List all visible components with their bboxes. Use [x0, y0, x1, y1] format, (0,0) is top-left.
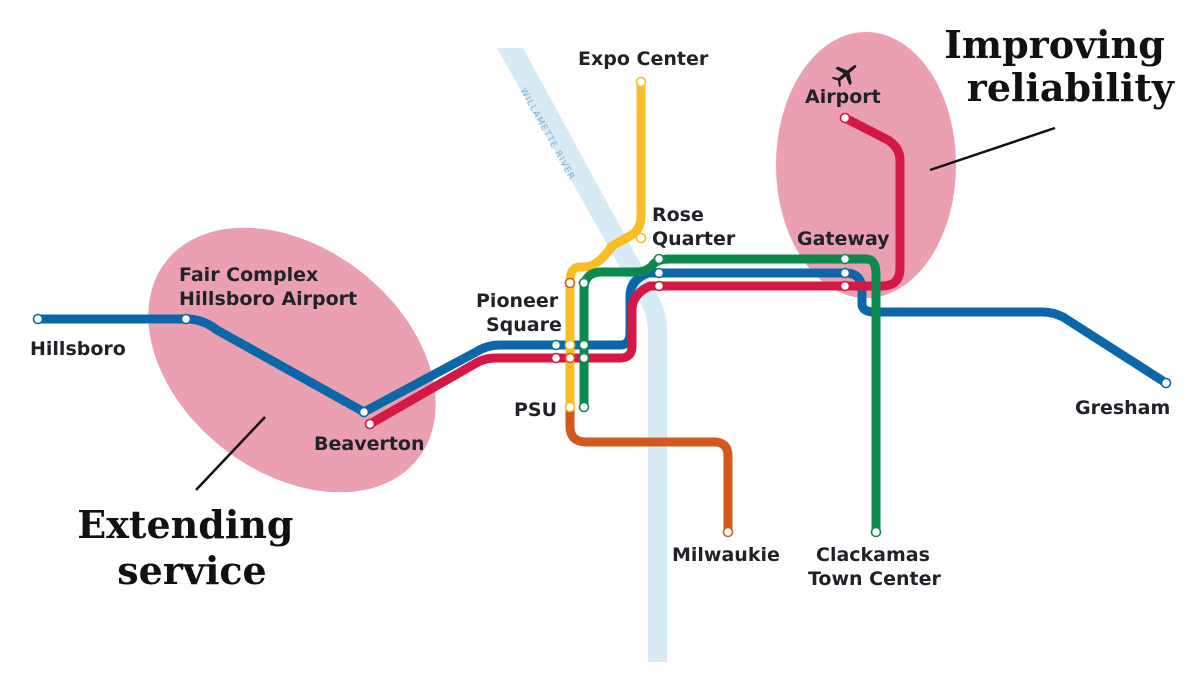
stop-rose-quarter-green[interactable] — [653, 253, 665, 265]
extending-callout-line-1: Extending — [77, 502, 293, 547]
label-airport: Airport — [805, 86, 881, 108]
label-clackamas-line-1: Clackamas — [816, 544, 930, 566]
label-pioneer-square-line-1: Pioneer — [476, 290, 559, 312]
extending-callout-line — [195, 416, 266, 491]
label-expo-center: Expo Center — [578, 48, 709, 70]
label-gateway: Gateway — [797, 228, 890, 250]
label-clackamas-line-2: Town Center — [808, 568, 942, 590]
extending-callout: Extending service — [77, 502, 306, 593]
stop-beaverton-red[interactable] — [364, 418, 376, 430]
label-pioneer-square-line-2: Square — [486, 314, 562, 336]
yellow-line — [565, 77, 646, 412]
stop-rose-quarter[interactable] — [635, 232, 647, 244]
label-milwaukie: Milwaukie — [672, 544, 780, 566]
stop-union-station-green[interactable] — [578, 277, 590, 289]
label-rose-quarter-line-2: Quarter — [652, 228, 736, 250]
stop-pioneer-square-green-1[interactable] — [578, 339, 590, 351]
stop-pioneer-square-green-2[interactable] — [578, 352, 590, 364]
stop-fair-complex[interactable] — [180, 313, 192, 325]
stop-gateway-green[interactable] — [839, 253, 851, 265]
stop-milwaukie[interactable] — [722, 526, 734, 538]
label-hillsboro: Hillsboro — [30, 338, 126, 360]
stop-airport[interactable] — [839, 112, 851, 124]
label-clackamas: Clackamas Town Center — [808, 544, 942, 590]
improving-reliability-zone — [776, 32, 956, 298]
label-fair-complex: Fair Complex Hillsboro Airport — [179, 264, 357, 310]
stop-gateway-blue[interactable] — [839, 267, 851, 279]
label-rose-quarter-line-1: Rose — [652, 204, 704, 226]
improving-callout-line-1: Improving — [944, 22, 1165, 67]
label-fair-complex-line-2: Hillsboro Airport — [179, 288, 357, 310]
stop-hillsboro[interactable] — [32, 313, 44, 325]
stop-rose-quarter-blue[interactable] — [653, 267, 665, 279]
airplane-icon — [831, 64, 857, 88]
label-fair-complex-line-1: Fair Complex — [179, 264, 318, 286]
stop-beaverton-blue[interactable] — [358, 406, 370, 418]
orange-line — [565, 278, 733, 537]
improving-callout: Improving reliability — [944, 22, 1178, 110]
stop-gateway-red[interactable] — [839, 280, 851, 292]
stop-expo-center[interactable] — [635, 76, 647, 88]
label-pioneer-square: Pioneer Square — [476, 290, 565, 336]
stop-rose-quarter-red[interactable] — [653, 280, 665, 292]
improving-callout-line-2: reliability — [967, 65, 1175, 110]
extending-service-zone — [148, 227, 436, 493]
stop-psu-green[interactable] — [578, 401, 590, 413]
stop-pioneer-square-yellow[interactable] — [564, 339, 576, 351]
willamette-river — [497, 48, 667, 662]
stop-union-station-orange[interactable] — [564, 277, 576, 289]
extending-callout-line-2: service — [117, 548, 266, 593]
label-rose-quarter: Rose Quarter — [652, 204, 736, 250]
improving-callout-line — [929, 126, 1056, 172]
green-line — [579, 254, 881, 537]
stop-psu-yellow[interactable] — [564, 401, 576, 413]
label-psu: PSU — [514, 399, 557, 421]
stop-pioneer-square-orange[interactable] — [564, 352, 576, 364]
stop-pioneer-square-blue[interactable] — [550, 339, 562, 351]
stop-gresham[interactable] — [1160, 377, 1172, 389]
stop-pioneer-square-red[interactable] — [550, 352, 562, 364]
stop-clackamas[interactable] — [870, 526, 882, 538]
red-line — [365, 113, 905, 429]
label-beaverton: Beaverton — [314, 433, 425, 455]
label-gresham: Gresham — [1075, 397, 1170, 419]
